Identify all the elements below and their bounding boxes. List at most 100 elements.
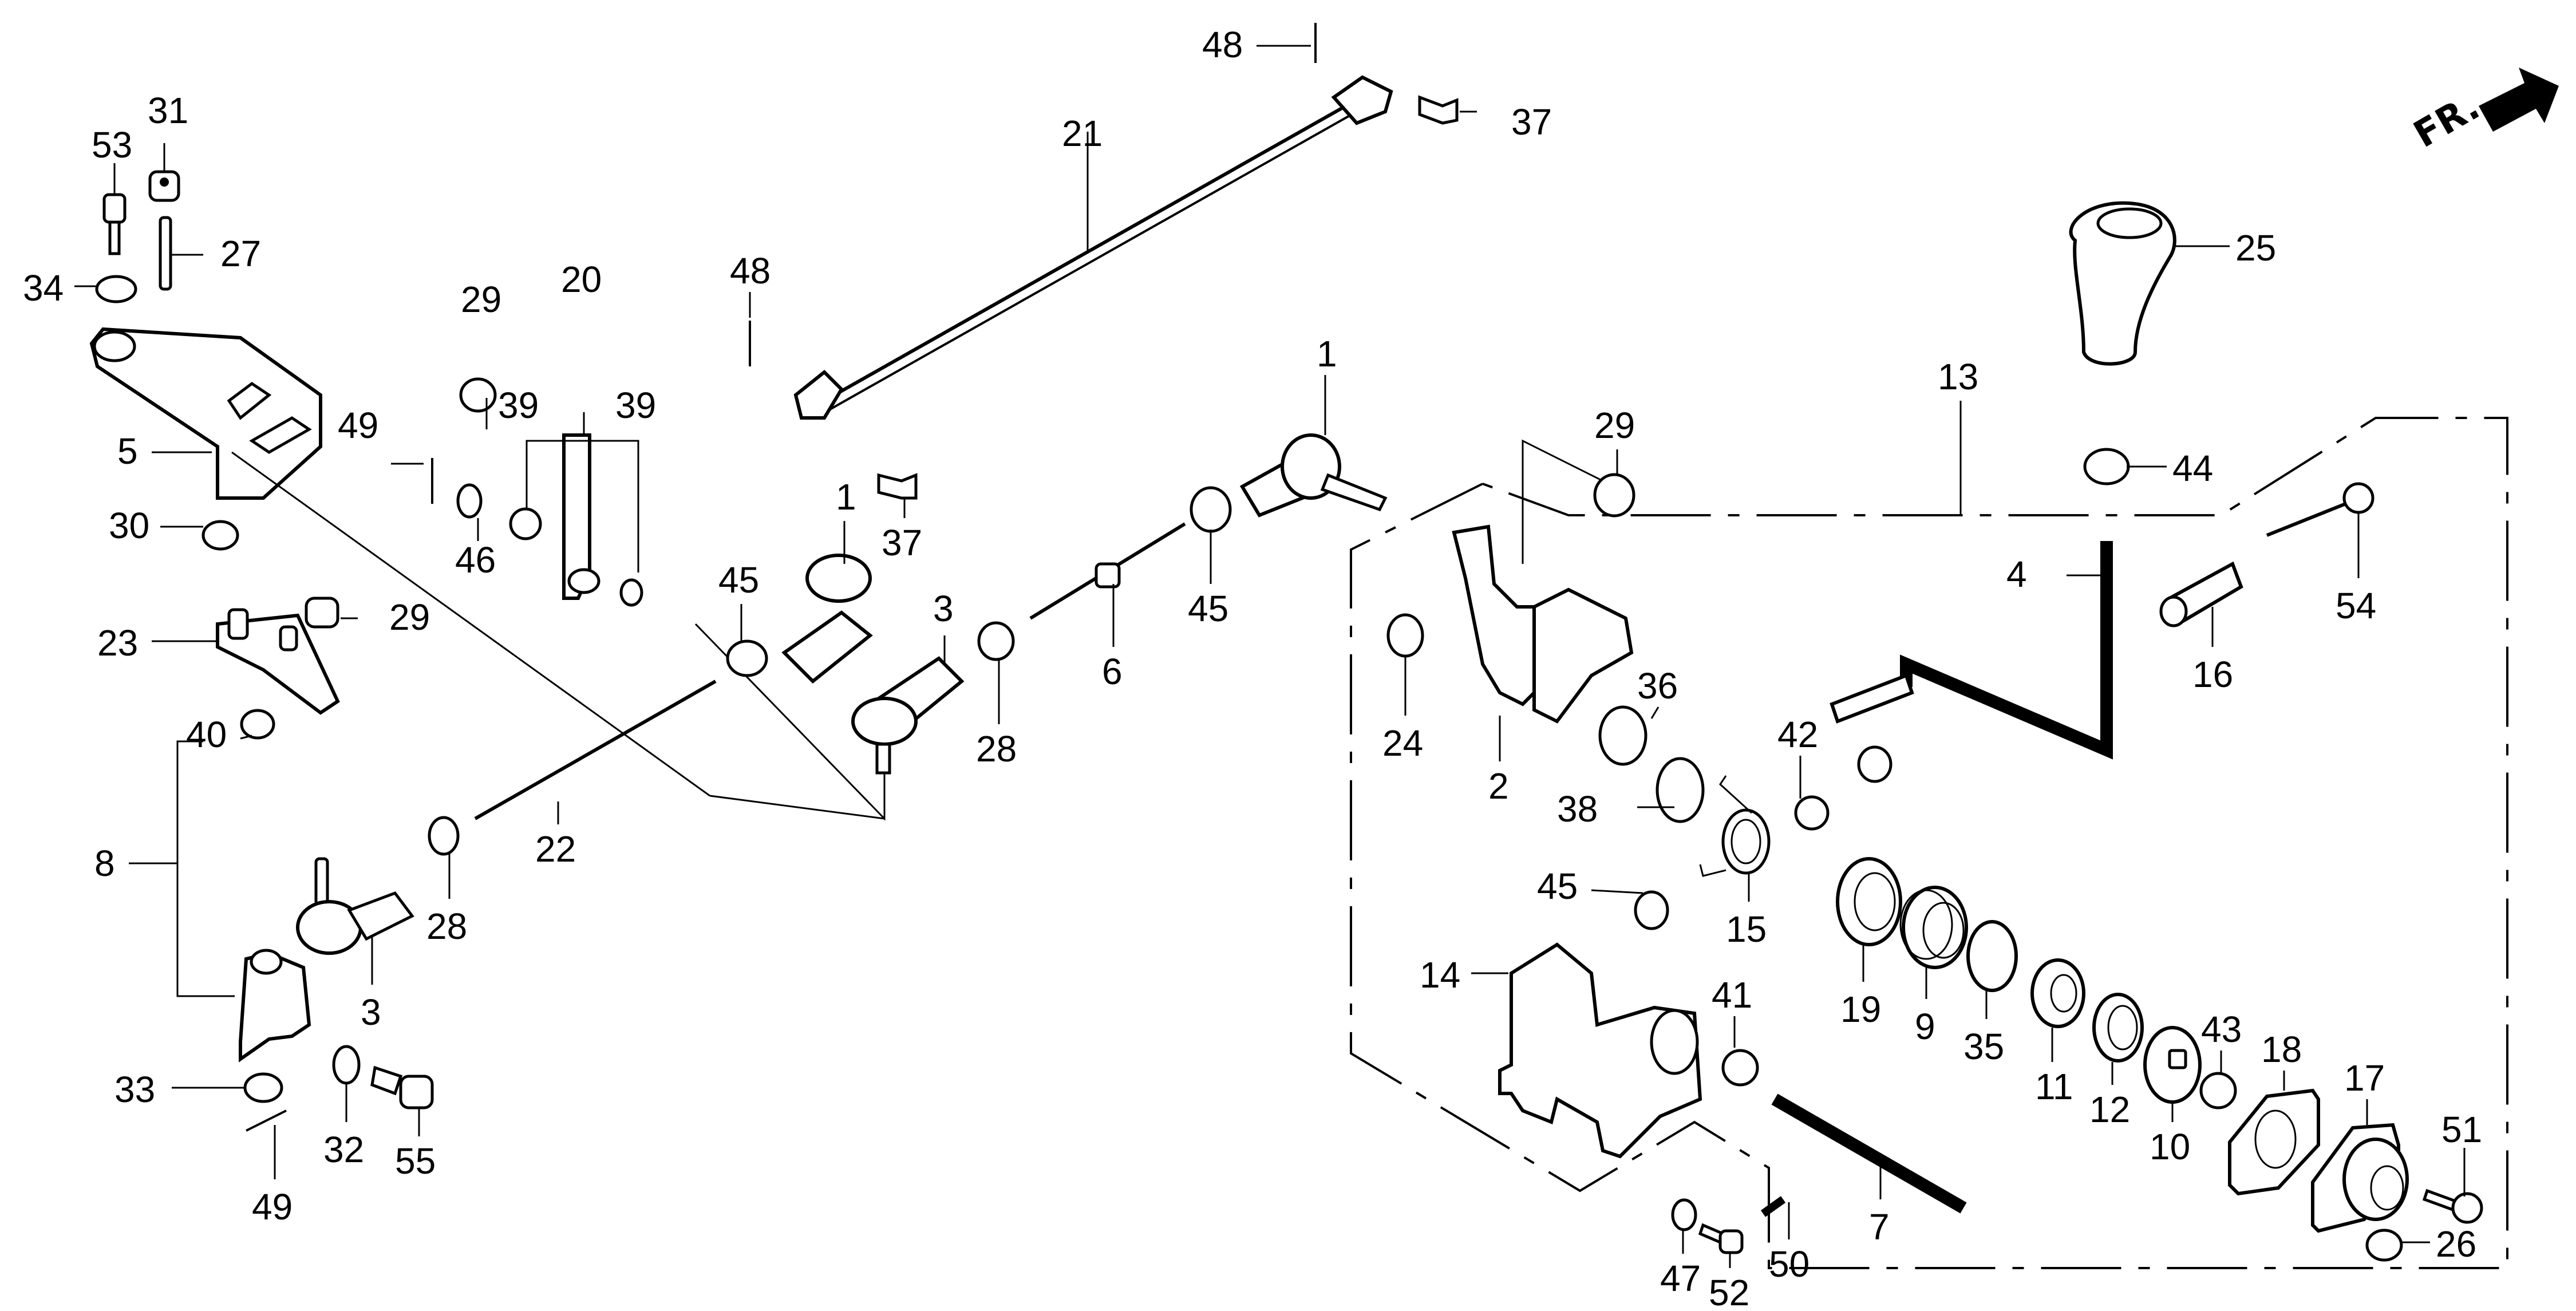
part-3-ball-joint <box>296 857 414 955</box>
direction-label: FR. <box>2407 86 2487 156</box>
part-5-slot <box>227 381 272 420</box>
part-2-plate <box>1532 587 1634 724</box>
leader-39 <box>526 440 639 572</box>
part-21-end-right <box>1331 75 1393 125</box>
callout-33: 33 <box>114 1069 155 1110</box>
callout-24: 24 <box>1382 722 1423 764</box>
part-39-bushing <box>619 578 643 607</box>
part-18-gasket <box>2228 1088 2320 1196</box>
callout-45: 45 <box>1188 588 1228 629</box>
part-28-washer <box>977 621 1015 661</box>
callout-51: 51 <box>2441 1109 2482 1150</box>
callout-8: 8 <box>94 843 115 884</box>
leader-29-13 <box>1522 439 1603 564</box>
part-47-washer <box>1671 1198 1697 1231</box>
callout-20: 20 <box>561 259 602 300</box>
part-21-cable-edge <box>829 110 1357 410</box>
callout-14: 14 <box>1420 954 1460 996</box>
callout-1: 1 <box>836 476 856 518</box>
leader-36 <box>1650 706 1660 719</box>
callout-38: 38 <box>1557 788 1598 830</box>
callout-11: 11 <box>2035 1066 2073 1107</box>
callout-10: 10 <box>2150 1126 2190 1167</box>
part-44-nut <box>2083 448 2130 485</box>
part-22-rod <box>474 680 717 820</box>
callout-17: 17 <box>2344 1057 2385 1099</box>
callout-31: 31 <box>148 90 188 131</box>
callout-37: 37 <box>882 522 922 563</box>
part-1-ball-joint <box>781 554 873 684</box>
part-51-bolt <box>2422 1188 2483 1224</box>
part-46-washer <box>456 483 483 519</box>
leader-40 <box>240 735 252 740</box>
callout-12: 12 <box>2089 1089 2130 1130</box>
callout-39: 39 <box>615 385 656 426</box>
callout-39: 39 <box>498 385 539 426</box>
part-3-ball-joint <box>851 656 965 775</box>
part-23-bracket <box>216 613 340 715</box>
part-43-nut <box>2199 1072 2237 1109</box>
part-31-nut <box>148 170 180 202</box>
callout-5: 5 <box>117 431 138 472</box>
part-54-bolt <box>2266 499 2354 537</box>
part-11-gear <box>2030 958 2085 1028</box>
part-34-washer <box>95 275 137 303</box>
part-37-pin <box>1418 95 1459 125</box>
part-29-nut <box>459 377 497 413</box>
part-54-head <box>2342 482 2374 514</box>
part-38-ring <box>1656 757 1705 823</box>
part-21-end-left <box>793 369 844 420</box>
part-36-washer <box>1598 705 1647 766</box>
part-5-slot <box>249 416 312 454</box>
part-9-spring <box>1899 886 1968 969</box>
part-42-bushing <box>1794 795 1830 831</box>
part-5-bracket <box>89 327 322 500</box>
callout-41: 41 <box>1712 974 1752 1016</box>
callout-42: 42 <box>1777 714 1818 755</box>
part-20-pin <box>567 568 600 594</box>
part-17-cover <box>2311 1123 2409 1233</box>
callout-13: 13 <box>1938 356 1978 397</box>
callout-29: 29 <box>389 597 430 638</box>
callout-labels: 31 53 27 34 5 30 29 20 39 39 49 46 48 48… <box>23 24 2482 1311</box>
callout-2: 2 <box>1488 765 1509 807</box>
callout-47: 47 <box>1660 1258 1701 1299</box>
part-25-top <box>2096 207 2163 239</box>
callout-49: 49 <box>252 1186 293 1227</box>
part-19-inner <box>1854 872 1896 931</box>
callout-36: 36 <box>1637 665 1678 706</box>
callout-52: 52 <box>1709 1272 1749 1311</box>
callout-16: 16 <box>2192 654 2233 695</box>
part-41-bushing <box>1721 1049 1759 1087</box>
part-16-end <box>2159 595 2188 627</box>
part-10-cam <box>2143 1026 2202 1104</box>
callout-45: 45 <box>1537 866 1578 907</box>
callout-48: 48 <box>730 250 771 291</box>
callout-29: 29 <box>1594 405 1635 446</box>
part-53-bolt <box>102 193 127 255</box>
callout-40: 40 <box>186 714 227 755</box>
callout-6: 6 <box>1102 651 1123 692</box>
callout-37: 37 <box>1511 101 1552 143</box>
callout-50: 50 <box>1769 1243 1809 1285</box>
callout-28: 28 <box>426 906 467 947</box>
part-12-inner <box>2107 1005 2138 1051</box>
part-29-nut <box>305 597 339 629</box>
part-4-tab <box>1830 673 1914 724</box>
part-14-housing <box>1498 942 1702 1159</box>
callout-1: 1 <box>1317 333 1337 374</box>
callout-44: 44 <box>2172 448 2213 489</box>
callout-18: 18 <box>2261 1029 2302 1070</box>
part-8-boss <box>250 949 283 975</box>
part-26-nut <box>2365 1229 2403 1262</box>
part-50-pin <box>1760 1196 1786 1217</box>
part-32-washer <box>332 1045 361 1085</box>
part-18-hole <box>2254 1109 2297 1169</box>
part-35-ring <box>1966 920 2018 992</box>
callout-27: 27 <box>220 233 261 274</box>
callout-54: 54 <box>2336 585 2376 626</box>
callout-26: 26 <box>2436 1223 2476 1265</box>
part-12-bearing <box>2092 993 2144 1063</box>
part-2-lever-bracket <box>1452 524 1547 706</box>
